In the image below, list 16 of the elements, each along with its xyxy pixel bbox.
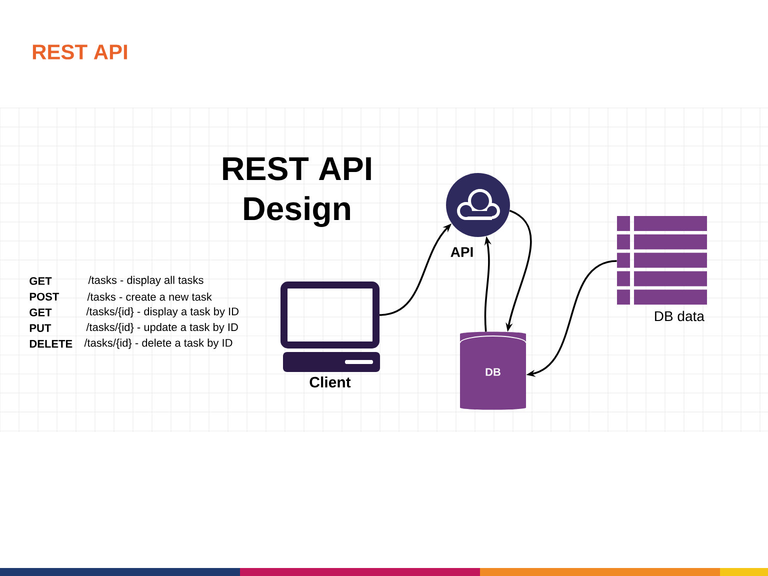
http-method: GET: [30, 308, 52, 316]
endpoint-description: /tasks/{id} - delete a task by ID: [84, 338, 232, 349]
endpoint-description: /tasks/{id} - display a task by ID: [86, 307, 238, 318]
node-label: API: [450, 247, 473, 257]
http-method: POST: [30, 292, 60, 301]
http-method: PUT: [30, 324, 52, 332]
endpoint-description: /tasks - create a new task: [87, 292, 212, 301]
http-method: GET: [30, 277, 52, 285]
endpoint-description: /tasks/{id} - update a task by ID: [86, 322, 238, 334]
endpoint-description: /tasks - display all tasks: [88, 276, 204, 286]
node-label: DB data: [655, 310, 704, 322]
node-label: Client: [310, 376, 351, 388]
http-method: DELETE: [30, 340, 72, 348]
slide-title: REST API: [32, 44, 127, 60]
heading: REST API Design: [223, 157, 371, 228]
database-cylinder: DB: [460, 332, 526, 410]
